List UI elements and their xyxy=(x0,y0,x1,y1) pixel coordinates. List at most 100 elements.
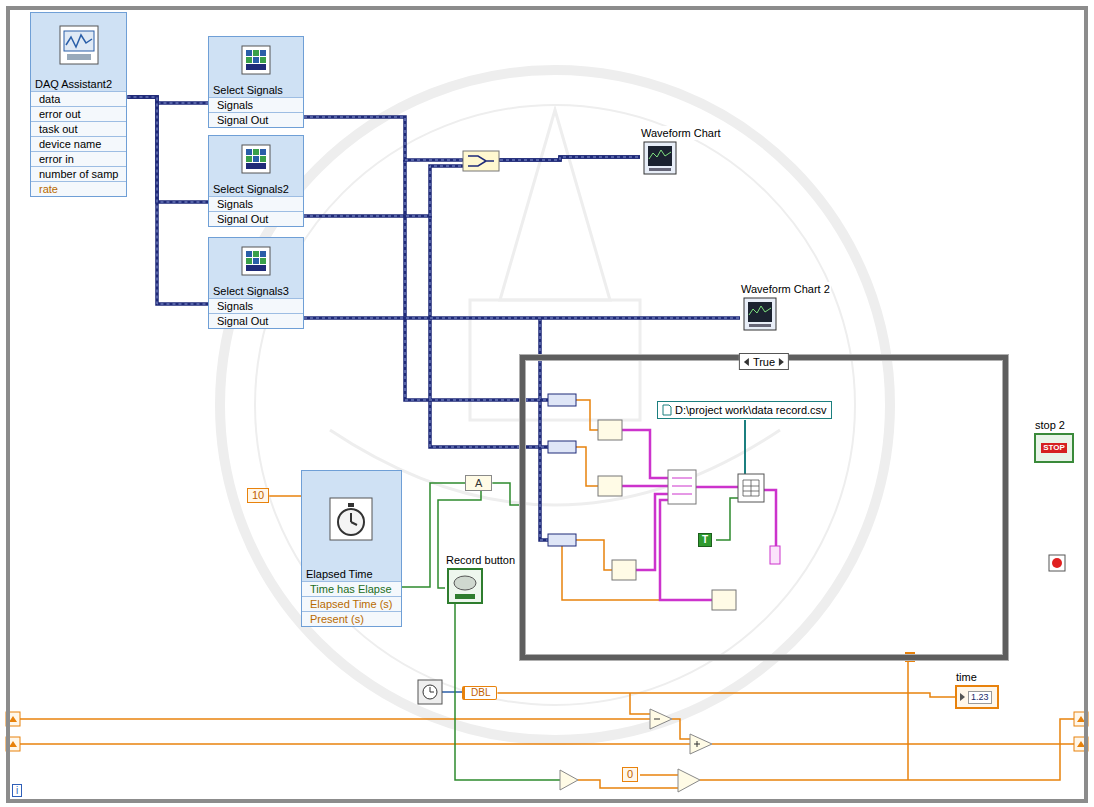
vi-title: Select Signals3 xyxy=(209,284,303,298)
terminal-label: Elapsed Time (s) xyxy=(302,596,401,611)
stop-button-face: STOP xyxy=(1034,433,1074,463)
chart-icon xyxy=(743,297,777,331)
terminal-label: Present (s) xyxy=(302,611,401,626)
wire-stroke xyxy=(127,97,208,304)
numeric-wire xyxy=(576,400,598,430)
wire-stroke xyxy=(127,97,208,304)
wire xyxy=(304,157,640,216)
path-value: D:\project work\data record.csv xyxy=(675,403,827,417)
array-wire xyxy=(622,485,668,488)
case-selector: True xyxy=(739,353,789,370)
button-text: STOP xyxy=(1041,443,1067,453)
numeric-wire xyxy=(630,693,650,714)
boolean-wire xyxy=(455,604,560,780)
array-wire xyxy=(660,500,736,600)
array-wire xyxy=(696,486,738,489)
numeric-wire xyxy=(20,718,650,720)
wire xyxy=(304,318,740,319)
array-wire xyxy=(636,494,668,570)
tick-count-node xyxy=(418,680,442,704)
not-node xyxy=(560,770,578,790)
terminal-label: Time has Elapse xyxy=(302,581,401,596)
wire xyxy=(127,97,208,202)
boolean-wire xyxy=(716,498,738,540)
vi-title: Select Signals xyxy=(209,83,303,97)
terminal-label: task out xyxy=(31,121,126,136)
convert-node xyxy=(548,534,576,546)
path-wire xyxy=(744,420,746,474)
while-loop: iDAQ Assistant2dataerror outtask outdevi… xyxy=(6,6,1088,803)
terminal-label: rate xyxy=(31,181,126,196)
terminal-label: error in xyxy=(31,151,126,166)
wire xyxy=(269,496,301,497)
chart-icon xyxy=(743,297,831,331)
array-indicator xyxy=(770,546,780,564)
constant-value: A xyxy=(475,477,482,489)
wire-stroke xyxy=(497,693,955,697)
vi-icon xyxy=(59,25,99,65)
numeric-wire xyxy=(672,719,690,739)
format-nodes xyxy=(598,420,736,610)
chart-icon xyxy=(643,141,677,175)
terminal-label: Signals xyxy=(209,196,303,211)
terminal-label: Signal Out xyxy=(209,211,303,226)
clock-glyph xyxy=(423,685,437,699)
terminal-label: Signal Out xyxy=(209,112,303,127)
numeric-wire xyxy=(712,743,1074,745)
numeric-wire xyxy=(640,774,678,776)
button-icon xyxy=(447,568,516,604)
subtract-node xyxy=(650,709,672,729)
dynamic-wire xyxy=(430,216,548,447)
format-node xyxy=(598,476,622,496)
array-wire xyxy=(622,430,668,478)
boolean-constant: T xyxy=(698,533,712,547)
numeric-wire xyxy=(576,447,598,486)
indicator-face: 1.23 xyxy=(955,685,999,709)
plus-glyph xyxy=(694,741,700,747)
numeric-constant: 10 xyxy=(247,488,269,503)
vi-title: Elapsed Time xyxy=(302,567,401,581)
wire-stroke xyxy=(269,495,301,497)
wire-stroke xyxy=(304,318,740,319)
spreadsheet-glyph xyxy=(743,480,759,496)
shift-arrow xyxy=(9,716,1085,747)
seal-ring xyxy=(255,105,855,705)
vi-icon xyxy=(241,45,271,75)
clock-hands xyxy=(430,687,434,692)
iteration-terminal: i xyxy=(12,784,22,797)
wire-stroke xyxy=(304,316,740,320)
terminal-label: Signals xyxy=(209,298,303,313)
wire xyxy=(127,97,208,304)
merge-signals xyxy=(463,151,499,171)
vi-icon xyxy=(241,246,271,276)
express-vi: Elapsed TimeTime has ElapseElapsed Time … xyxy=(301,470,402,627)
format-node xyxy=(598,420,622,440)
numeric-wire xyxy=(20,743,690,745)
format-node xyxy=(612,560,636,580)
dynamic-wire xyxy=(540,318,548,540)
chart-label: Waveform Chart 2 xyxy=(740,282,831,296)
shift-registers xyxy=(6,712,1088,751)
control-label: Record button xyxy=(445,553,516,567)
function-node: A xyxy=(465,475,492,491)
case-value: True xyxy=(753,356,775,368)
express-vi: Select SignalsSignalsSignal Out xyxy=(208,36,304,128)
loop-condition xyxy=(1049,555,1065,571)
conversion-node: DBL xyxy=(462,686,497,700)
numeric-wire xyxy=(700,719,1074,780)
terminal-label: device name xyxy=(31,136,126,151)
convert-node xyxy=(548,441,576,453)
stop-button: stop 2STOP xyxy=(1034,418,1074,463)
write-spreadsheet-node xyxy=(738,474,764,502)
case-structure: TrueD:\project work\data record.csvT xyxy=(520,355,1008,660)
path-constant: D:\project work\data record.csv xyxy=(657,401,832,419)
vi-title: Select Signals2 xyxy=(209,182,303,196)
wire-stroke xyxy=(127,97,208,202)
build-array-glyph xyxy=(672,478,692,494)
wire-stroke xyxy=(304,157,640,216)
wire-stroke xyxy=(127,97,208,202)
indicator-label: time xyxy=(955,670,978,684)
path-icon xyxy=(662,404,672,416)
build-array-node xyxy=(668,470,696,504)
